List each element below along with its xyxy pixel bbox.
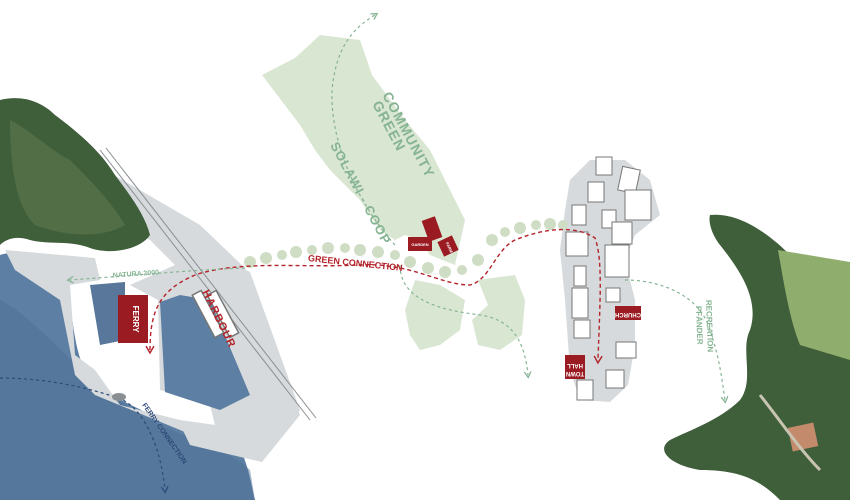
natura-2000-label: NATURA 2000 <box>113 269 160 279</box>
natura-2000-route <box>66 267 246 284</box>
ferry-label: FERRY <box>131 306 140 333</box>
forest-east <box>664 214 850 500</box>
green-patch-south-2 <box>472 275 525 350</box>
farm-building: FARM <box>421 216 459 257</box>
church-building: CHURCH <box>615 306 641 320</box>
ferry-building: FERRY <box>118 295 148 343</box>
green-connection-label: GREEN CONNECTION <box>308 253 404 273</box>
garden-building: GARDEN <box>408 237 432 251</box>
town-hall-label-line2: HALL <box>567 362 583 368</box>
church-label: CHURCH <box>615 311 641 317</box>
route-south <box>399 264 532 379</box>
recreation-route <box>624 279 729 404</box>
green-patch-south-1 <box>405 280 465 350</box>
garden-label: GARDEN <box>411 242 428 247</box>
town-hall-building: TOWN HALL <box>565 355 585 379</box>
green-connection-route <box>145 228 603 365</box>
community-green-area <box>262 35 465 265</box>
town-hall-label-line1: TOWN <box>566 370 584 376</box>
farm-label: FARM <box>445 241 455 254</box>
tree-row <box>244 218 568 278</box>
recreation-label-line1: RECREATION <box>704 300 715 353</box>
recreation-label-line2: PFÄNDER <box>694 306 704 345</box>
town-block <box>560 156 660 402</box>
